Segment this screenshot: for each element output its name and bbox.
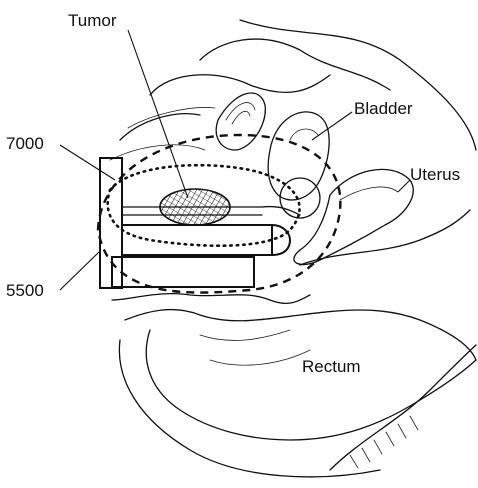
pelvic-wall-contours xyxy=(110,20,476,160)
label-isodose-7000: 7000 xyxy=(6,134,44,153)
label-rectum: Rectum xyxy=(302,357,361,376)
label-uterus: Uterus xyxy=(410,165,460,184)
bladder-leader-line xyxy=(312,112,352,140)
bladder-shape xyxy=(216,93,329,218)
label-isodose-5500: 5500 xyxy=(6,281,44,300)
uterus-leader-line xyxy=(398,180,410,192)
rectum-shape xyxy=(112,294,476,477)
tumor-shape xyxy=(160,189,230,225)
label-tumor: Tumor xyxy=(68,11,117,30)
isodose-7000-leader-line xyxy=(60,145,115,180)
label-bladder: Bladder xyxy=(354,99,413,118)
isodose-5500-leader-line xyxy=(60,252,99,290)
